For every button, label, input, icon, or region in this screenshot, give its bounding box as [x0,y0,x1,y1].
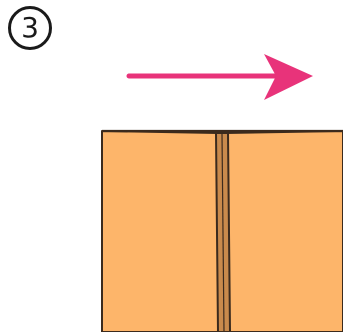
direction-arrow [129,54,313,100]
folded-paper [102,131,343,332]
paper-left-panel [102,131,219,332]
paper-right-panel [226,131,343,332]
